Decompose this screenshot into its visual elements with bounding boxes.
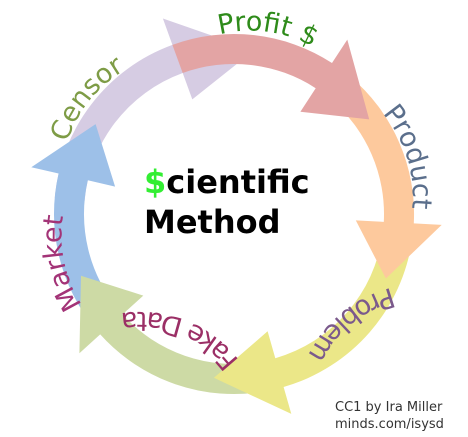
stage-label-text-problem: Problem xyxy=(302,281,399,368)
arrow-product xyxy=(330,76,442,279)
arrow-market xyxy=(31,124,120,330)
title-word-cientific: cientific xyxy=(166,163,310,201)
stage-label-problem: Problem xyxy=(302,281,399,368)
title-word-method: Method xyxy=(144,203,281,241)
arrow-fake-data xyxy=(79,275,266,395)
title-dollar-symbol: $ xyxy=(144,163,167,201)
arrow-problem xyxy=(213,234,413,414)
arrow-profit xyxy=(172,34,370,120)
diagram-title: $cientific Method xyxy=(144,162,310,242)
credit-text: CC1 by Ira Miller minds.com/isysd xyxy=(335,399,444,433)
credit-url: minds.com/isysd xyxy=(335,417,444,432)
credit-license: CC1 by Ira Miller xyxy=(335,400,443,415)
